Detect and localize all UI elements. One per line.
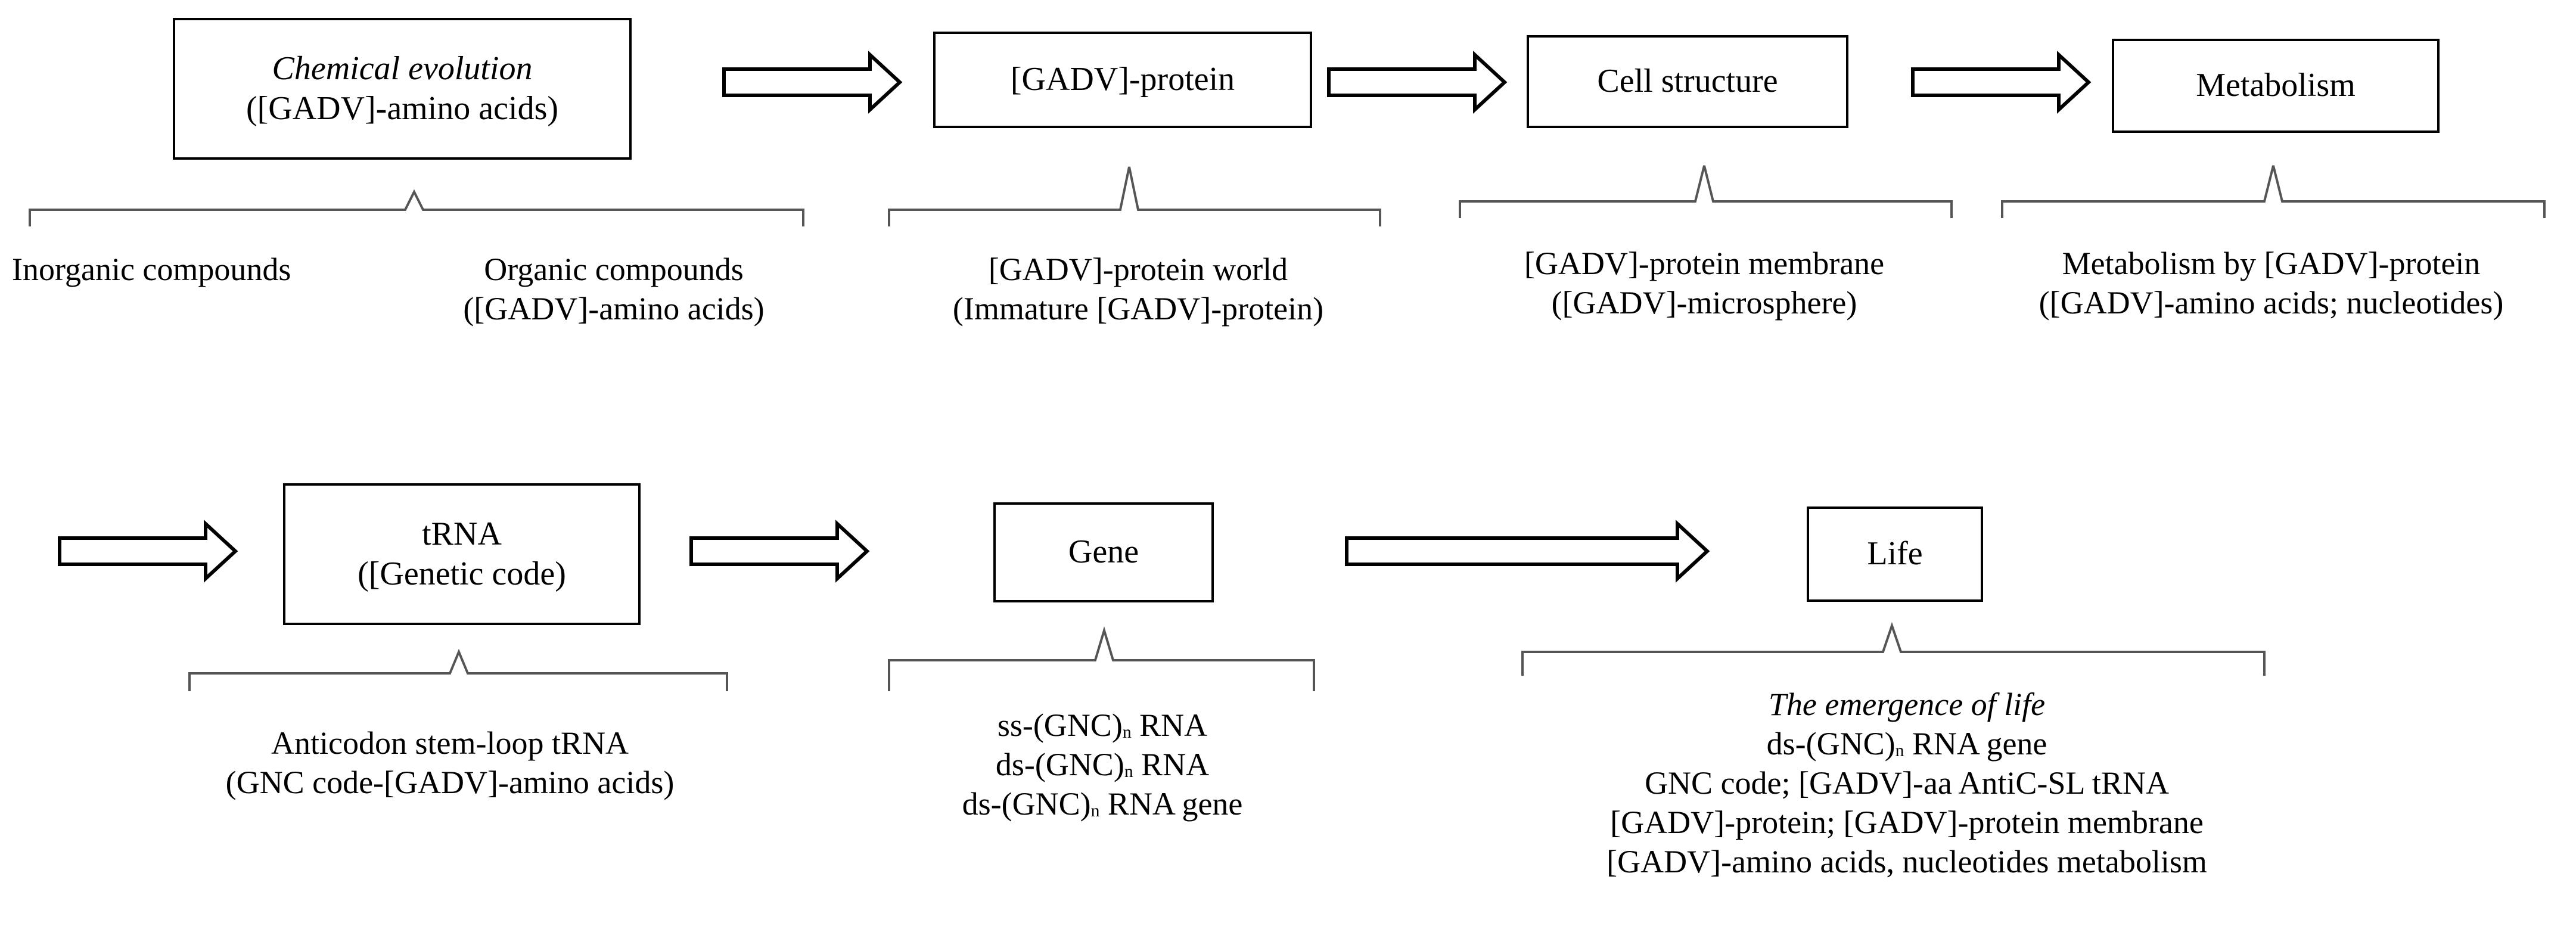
arrow-1 (722, 51, 903, 114)
node-cell-structure: Cell structure (1527, 35, 1848, 128)
node-gadv-protein: [GADV]-protein (933, 32, 1312, 128)
desc-protein-membrane: [GADV]-protein membrane ([GADV]-microsph… (1442, 244, 1966, 323)
node-metabolism: Metabolism (2112, 39, 2440, 133)
desc-gene: ss-(GNC)n RNA ds-(GNC)n RNA ds-(GNC)n RN… (864, 706, 1341, 824)
arrow-2 (1327, 51, 1508, 114)
bracket-metabolism (2001, 165, 2546, 218)
desc-organic-line-1: Organic compounds (484, 251, 744, 287)
desc-life-line-protein-membrane: [GADV]-protein; [GADV]-protein membrane (1610, 804, 2204, 840)
node-trna-title: tRNA (422, 515, 502, 552)
node-gadv-protein-title: [GADV]-protein (1010, 61, 1235, 98)
desc-gene-line-ss-rna: ss-(GNC)n RNA (864, 706, 1341, 745)
desc-life-rna-gene: ds-(GNC)n RNA gene (1490, 725, 2324, 764)
desc-life-rna-suffix: RNA gene (1904, 725, 2047, 762)
desc-gene-ss-suffix: RNA (1131, 707, 1208, 743)
desc-metabolism-line-2: ([GADV]-amino acids; nucleotides) (2039, 284, 2504, 321)
desc-life-line-genetic-code: GNC code; [GADV]-aa AntiC-SL tRNA (1645, 765, 2169, 801)
bracket-trna (188, 648, 728, 691)
node-chemical-evolution: Chemical evolution ([GADV]-amino acids) (173, 18, 632, 160)
node-gene-title: Gene (1068, 533, 1139, 571)
node-life-title: Life (1867, 535, 1923, 573)
desc-protein-world: [GADV]-protein world (Immature [GADV]-pr… (894, 250, 1382, 329)
arrow-3 (1911, 51, 2092, 114)
node-life: Life (1807, 506, 1983, 602)
desc-membrane-line-1: [GADV]-protein membrane (1524, 246, 1885, 281)
desc-gene-ss-prefix: ss-(GNC) (997, 707, 1123, 743)
desc-anticodon-trna: Anticodon stem-loop tRNA (GNC code-[GADV… (137, 724, 763, 803)
desc-organic-line-2: ([GADV]-amino acids) (463, 290, 765, 327)
node-chemical-evolution-subtitle: ([GADV]-amino acids) (246, 90, 559, 127)
desc-life-heading: The emergence of life (1768, 686, 2046, 722)
desc-metabolism: Metabolism by [GADV]-protein ([GADV]-ami… (1966, 244, 2576, 323)
desc-protein-world-line-1: [GADV]-protein world (988, 251, 1288, 287)
arrow-6 (1345, 520, 1710, 583)
desc-life-line-metabolism: [GADV]-amino acids, nucleotides metaboli… (1606, 843, 2207, 880)
desc-gene-ds-subscript: n (1124, 762, 1133, 781)
node-metabolism-title: Metabolism (2196, 67, 2356, 104)
desc-anticodon-line-2: (GNC code-[GADV]-amino acids) (225, 764, 675, 800)
node-chemical-evolution-title: Chemical evolution (272, 49, 533, 87)
node-cell-structure-title: Cell structure (1597, 63, 1778, 100)
bracket-protein (888, 166, 1381, 226)
desc-gene-dsg-subscript: n (1090, 801, 1100, 821)
bracket-gene (888, 626, 1315, 691)
desc-inorganic-compounds: Inorganic compounds (12, 250, 399, 290)
bracket-life (1521, 622, 2266, 676)
desc-gene-dsg-suffix: RNA gene (1099, 785, 1243, 822)
desc-membrane-line-2: ([GADV]-microsphere) (1551, 284, 1857, 321)
node-gene: Gene (993, 502, 1214, 602)
desc-organic-compounds: Organic compounds ([GADV]-amino acids) (417, 250, 810, 329)
desc-anticodon-line-1: Anticodon stem-loop tRNA (271, 725, 629, 761)
desc-gene-ds-prefix: ds-(GNC) (995, 746, 1124, 782)
desc-gene-ds-suffix: RNA (1133, 746, 1210, 782)
desc-gene-dsg-prefix: ds-(GNC) (962, 785, 1091, 822)
desc-life-rna-subscript: n (1895, 741, 1904, 760)
desc-inorganic-line: Inorganic compounds (12, 251, 291, 287)
desc-emergence-of-life: The emergence of life ds-(GNC)n RNA gene… (1490, 685, 2324, 881)
arrow-5 (689, 520, 870, 583)
arrow-4 (58, 520, 238, 583)
desc-gene-line-ds-rna: ds-(GNC)n RNA (864, 745, 1341, 785)
bracket-cell (1459, 165, 1953, 218)
desc-gene-ss-subscript: n (1122, 722, 1132, 742)
desc-gene-line-ds-rna-gene: ds-(GNC)n RNA gene (864, 785, 1341, 824)
desc-protein-world-line-2: (Immature [GADV]-protein) (952, 290, 1324, 327)
bracket-chemical (29, 189, 804, 226)
desc-life-rna-prefix: ds-(GNC) (1766, 725, 1896, 762)
node-trna-subtitle: ([Genetic code) (358, 555, 566, 592)
desc-metabolism-line-1: Metabolism by [GADV]-protein (2062, 246, 2481, 281)
node-trna: tRNA ([Genetic code) (283, 483, 641, 625)
